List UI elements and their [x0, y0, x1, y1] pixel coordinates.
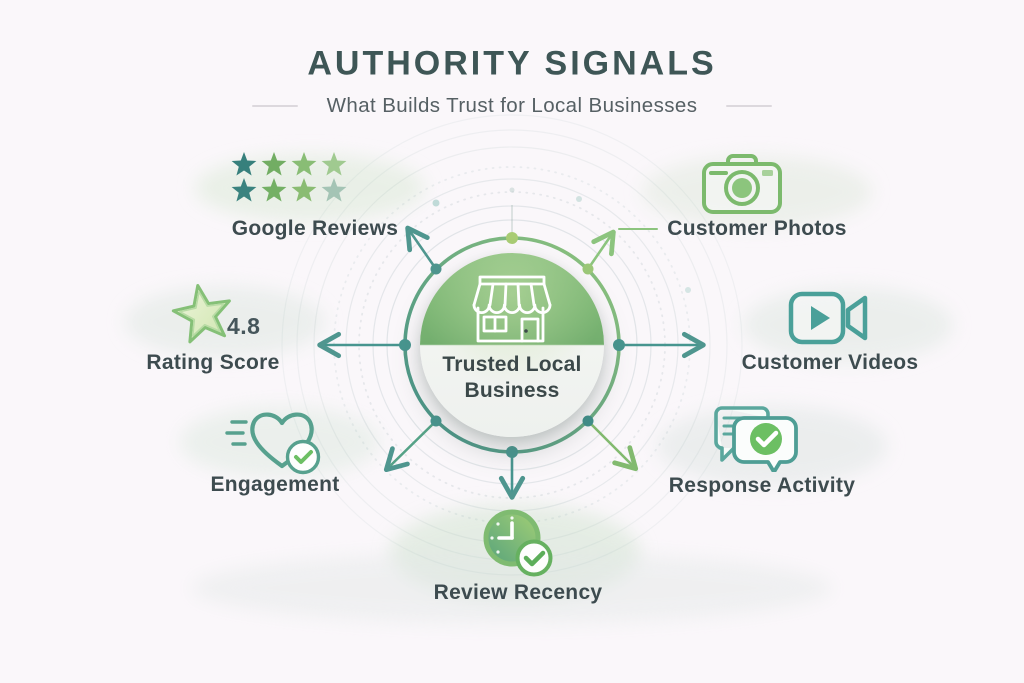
star-rating-rows-icon	[231, 152, 347, 202]
storefront-icon	[472, 275, 552, 343]
page-title: AUTHORITY SIGNALS	[307, 44, 717, 83]
decor-dots	[432, 187, 691, 293]
label-review-recency: Review Recency	[433, 581, 603, 604]
camera-icon	[702, 154, 782, 214]
label-rating-score: Rating Score	[146, 351, 280, 374]
subtitle-rule-left	[252, 105, 298, 107]
ring-nodes	[399, 232, 625, 458]
chat-bubbles-check-icon	[714, 406, 798, 472]
spoke-google-reviews	[405, 225, 438, 271]
spoke-response-activity	[586, 419, 639, 472]
subtitle-rule-right	[726, 105, 772, 107]
label-google-reviews: Google Reviews	[231, 217, 399, 240]
center-hub: Trusted Local Business	[420, 253, 604, 437]
star-icon	[171, 283, 231, 344]
video-camera-icon	[788, 291, 868, 345]
label-customer-photos: Customer Photos	[667, 217, 847, 240]
spoke-customer-photos	[586, 229, 616, 271]
rating-score-value: 4.8	[227, 313, 261, 339]
page-subtitle: What Builds Trust for Local Businesses	[326, 94, 698, 117]
label-response-activity: Response Activity	[668, 474, 856, 497]
center-label: Trusted Local Business	[442, 353, 582, 402]
heart-check-icon	[225, 412, 321, 475]
label-engagement: Engagement	[210, 473, 340, 496]
spoke-engagement	[383, 419, 438, 473]
spokes	[317, 225, 706, 500]
label-customer-videos: Customer Videos	[741, 351, 919, 374]
clock-check-icon	[483, 509, 553, 577]
